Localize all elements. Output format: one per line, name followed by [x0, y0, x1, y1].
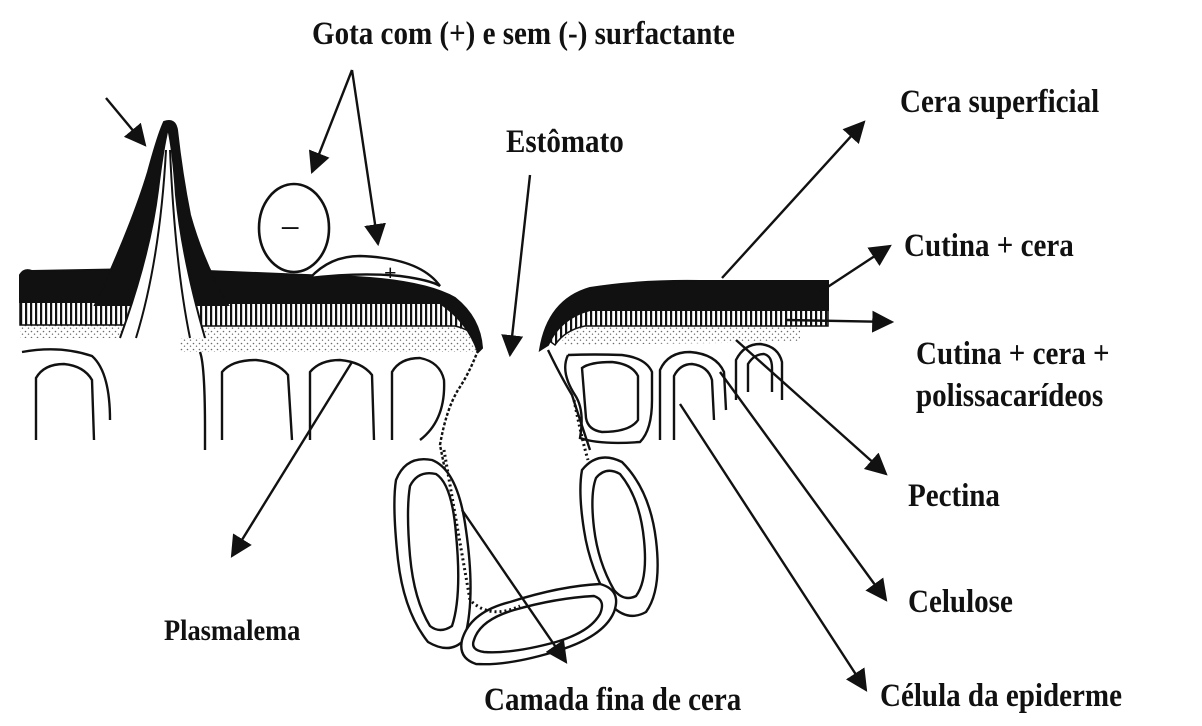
label-cutin-wax-poly-line1: Cutina + cera + [916, 334, 1110, 375]
label-plasmalemma: Plasmalema [164, 612, 300, 650]
drop-without-surfactant: − [259, 184, 329, 272]
right-pectin-layer [560, 326, 800, 345]
label-stoma: Estômato [506, 122, 624, 163]
label-pectin: Pectina [908, 476, 1000, 517]
label-thin-wax-layer: Camada fina de cera [484, 680, 741, 721]
left-epidermal-cells [22, 349, 444, 450]
label-surface-wax: Cera superficial [900, 82, 1099, 123]
label-cellulose: Celulose [908, 582, 1013, 623]
label-cutin-wax-poly-line2: polissacarídeos [916, 376, 1103, 417]
guard-cell-left [394, 459, 470, 648]
right-epidermal-cells [565, 344, 782, 443]
leader-lines [106, 70, 892, 690]
drop-minus-sign: − [280, 208, 300, 248]
label-epidermal-cell: Célula da epiderme [880, 676, 1122, 717]
drop-plus-sign: + [384, 260, 397, 285]
label-cutin-wax: Cutina + cera [904, 226, 1074, 267]
label-drop: Gota com (+) e sem (-) surfactante [312, 14, 735, 55]
